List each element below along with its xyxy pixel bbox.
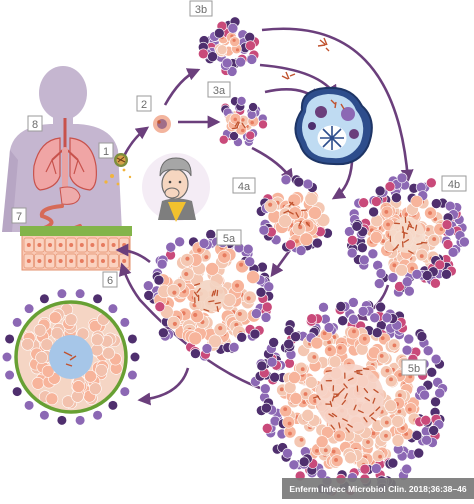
label-4b: 4b	[442, 176, 466, 191]
svg-text:4a: 4a	[238, 181, 251, 193]
svg-text:6: 6	[107, 275, 113, 287]
arrow-5a-to-6	[140, 368, 188, 400]
svg-text:Enferm Infecc Microbiol Clin.: Enferm Infecc Microbiol Clin. 2018;36:38…	[289, 484, 466, 494]
coughing-person	[142, 153, 210, 222]
infected-macrophage	[295, 88, 371, 164]
label-4a: 4a	[233, 178, 255, 193]
granuloma-4a	[256, 175, 332, 256]
alveolar-macrophage-early	[153, 115, 171, 133]
svg-text:3b: 3b	[195, 4, 207, 16]
label-7: 7	[12, 208, 26, 223]
svg-text:7: 7	[16, 211, 22, 223]
cluster-3b	[198, 17, 259, 77]
arrow-macrophage-to-4a	[334, 162, 352, 198]
svg-text:2: 2	[141, 99, 147, 111]
svg-text:1: 1	[103, 146, 109, 158]
arrow-2-to-3b	[165, 70, 198, 105]
granuloma-4b	[344, 173, 469, 297]
svg-text:5b: 5b	[408, 363, 420, 375]
arrow-4a-to-5a	[272, 250, 290, 275]
label-5a: 5a	[217, 230, 241, 245]
cluster-3a	[219, 96, 267, 146]
svg-text:5a: 5a	[223, 233, 236, 245]
granuloma-5b	[250, 297, 447, 496]
label-3a: 3a	[208, 82, 230, 97]
label-3b: 3b	[190, 1, 212, 16]
svg-text:4b: 4b	[448, 179, 460, 191]
svg-text:3a: 3a	[213, 85, 226, 97]
mucosa-green-layer	[20, 226, 132, 236]
label-8: 8	[28, 116, 42, 131]
granuloma-5a	[143, 229, 273, 360]
label-1: 1	[99, 143, 113, 158]
svg-text:8: 8	[32, 119, 38, 131]
citation-banner: Enferm Infecc Microbiol Clin. 2018;36:38…	[282, 478, 474, 499]
bacillus-droplet	[114, 153, 128, 167]
calcified-granuloma	[3, 289, 140, 425]
label-2: 2	[137, 96, 151, 111]
label-6: 6	[103, 272, 117, 287]
label-5b: 5b	[402, 360, 426, 375]
